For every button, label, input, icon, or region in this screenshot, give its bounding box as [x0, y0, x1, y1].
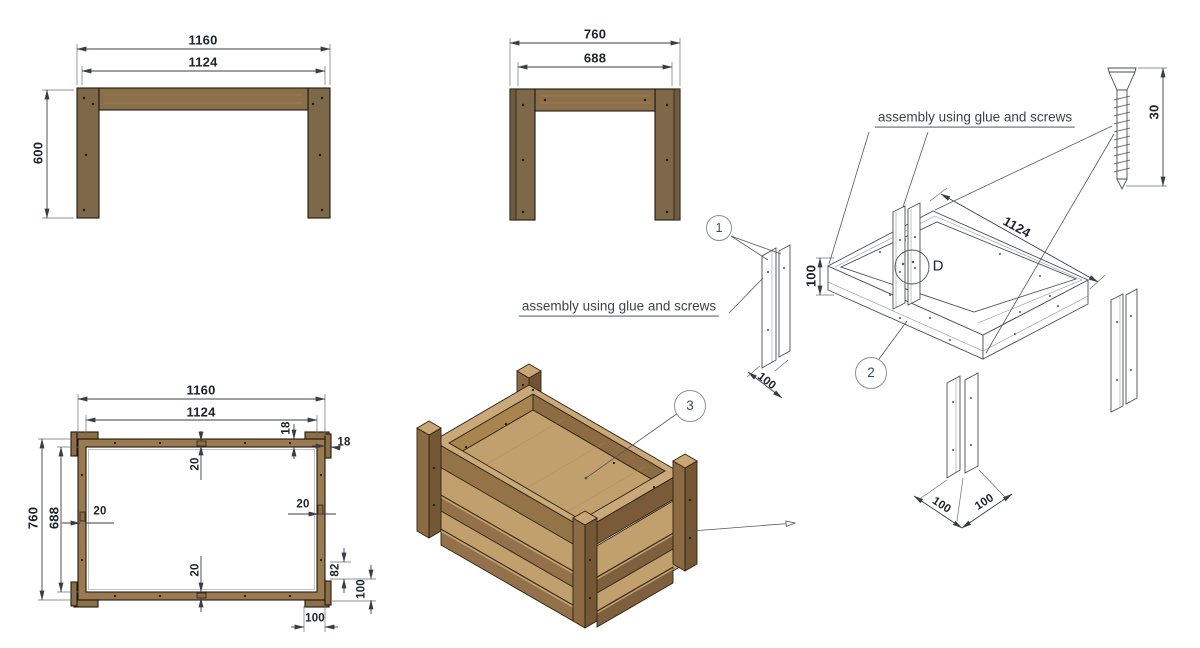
front-dim-width-inner: 1124 — [188, 54, 218, 70]
balloon-callout-1-label: 1 — [715, 220, 723, 235]
top-dim-width-inner: 1124 — [186, 404, 216, 420]
side-dim-width-inner: 688 — [583, 50, 607, 66]
exploded-dim-screw-length: 30 — [1146, 104, 1162, 120]
exploded-view-drawing — [728, 67, 1167, 529]
top-dim-leg-length-h: 100 — [305, 612, 325, 625]
front-dim-height: 600 — [30, 141, 46, 165]
front-view-drawing — [42, 44, 331, 219]
isometric-assembly-drawing — [416, 363, 795, 629]
top-dim-slat-bottom: 20 — [189, 563, 202, 577]
top-dim-depth-inner: 688 — [46, 506, 62, 530]
front-dim-width-outer: 1160 — [188, 32, 218, 48]
top-dim-depth-outer: 760 — [25, 506, 41, 530]
balloon-callout-3: 3 — [674, 390, 706, 422]
detail-circle-label: D — [932, 257, 944, 275]
balloon-callout-2-label: 2 — [867, 365, 875, 381]
balloon-callout-2: 2 — [855, 357, 887, 389]
top-dim-leg-length-v: 100 — [355, 579, 368, 599]
exploded-dim-frame-height: 100 — [803, 264, 819, 288]
top-dim-corner-gap: 82 — [329, 563, 342, 577]
top-dim-slat-left: 20 — [93, 505, 107, 518]
top-dim-leg-thickness: 18 — [337, 436, 351, 449]
top-view-drawing — [38, 394, 376, 632]
screw-drawing — [1107, 67, 1137, 191]
assembly-note-left: assembly using glue and screws — [518, 299, 720, 317]
balloon-callout-1: 1 — [706, 215, 732, 241]
top-dim-slat-right: 20 — [296, 498, 310, 511]
side-dim-width-outer: 760 — [583, 26, 607, 42]
top-dim-rail-thickness: 18 — [280, 421, 293, 435]
assembly-note-top: assembly using glue and screws — [874, 110, 1076, 128]
side-view-drawing — [509, 38, 681, 221]
balloon-callout-3-label: 3 — [686, 398, 694, 414]
top-dim-slat-top: 20 — [189, 457, 202, 471]
top-dim-width-outer: 1160 — [186, 382, 216, 398]
